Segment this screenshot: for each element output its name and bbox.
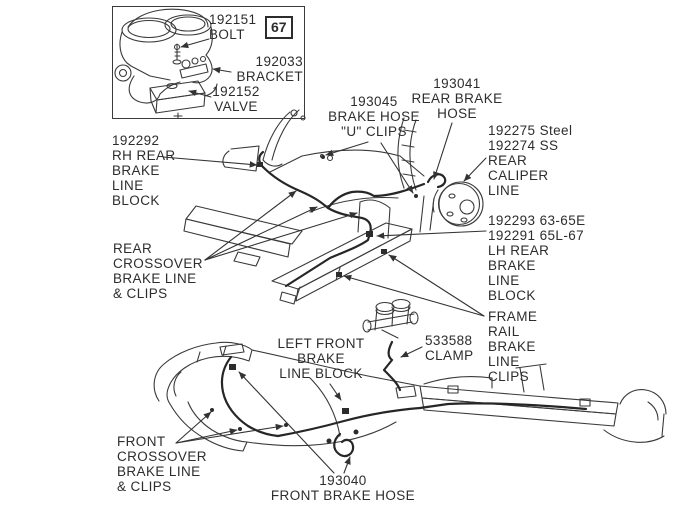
leader-front-crossover-1 [175,411,212,444]
callout-clamp: 533588 CLAMP [425,333,474,363]
leader-bolt [180,38,210,49]
callout-lh-rear-block: 192293 63-65E 192291 65L-67 LH REAR BRAK… [488,213,586,303]
leader-lines [162,38,487,474]
bracket-part [179,63,209,79]
rear-brake-hose-part [426,173,447,189]
inset-frame [112,6,305,119]
rear-crossover-brake-line [261,165,372,288]
leader-valve [188,89,212,98]
leader-u-clip-right [380,142,414,194]
leader-front-crossover-3 [175,423,284,444]
u-clip-part [414,194,418,198]
left-front-block-part [229,364,236,370]
leader-rear-caliper-line [463,157,487,182]
front-brake-lines [220,340,588,458]
callout-rear-crossover: REAR CROSSOVER BRAKE LINE & CLIPS [113,241,203,301]
leader-rear-crossover-3 [204,211,358,261]
front-chassis-art [153,298,667,452]
leader-front-hose-right [343,456,351,474]
leader-rh-rear-block [162,156,258,168]
front-crossover-brake-line [220,355,280,438]
leader-u-clip-left [325,141,369,157]
front-clips-blocks [210,364,359,444]
u-clip-part [321,155,325,159]
callout-rear-brake-hose: 193041 REAR BRAKE HOSE [411,76,503,121]
rear-brake-lines [258,150,447,288]
rh-rear-block-part [257,162,263,167]
leader-rear-brake-hose [433,122,453,180]
leader-frame-rail-clip-2 [343,274,485,317]
leader-rear-crossover-2 [204,206,318,261]
rear-clips-blocks [257,155,418,277]
bolt-part [174,43,181,61]
rear-chassis-art [183,109,484,305]
callout-rear-caliper-line: 192275 Steel 192274 SS REAR CALIPER LINE [488,123,573,198]
leader-bracket [212,66,232,74]
front-brake-hose-part [333,432,355,458]
callout-front-crossover: FRONT CROSSOVER BRAKE LINE & CLIPS [117,434,207,494]
callout-bracket: 192033 BRACKET [236,54,303,84]
callout-front-brake-hose: 193040 FRONT BRAKE HOSE [270,473,416,503]
callout-bolt: 192151 BOLT [209,12,257,42]
leader-left-front-block [329,383,342,401]
lh-rear-block-part [366,231,373,237]
leader-frame-rail-clip-1 [388,254,485,317]
callout-frame-rail-clips: FRAME RAIL BRAKE LINE CLIPS [488,309,538,384]
leader-front-hose-left [238,371,335,474]
figure-number-badge: 67 [265,16,293,39]
inset-master-cylinder-art [114,8,218,119]
callout-u-clips: 193045 BRAKE HOSE "U" CLIPS [328,94,420,139]
leader-rear-crossover-1 [204,190,297,261]
leader-clamp [400,346,423,358]
leader-lh-rear-block [376,230,487,239]
callout-valve: 192152 VALVE [212,84,260,114]
callout-rh-rear-block: 192292 RH REAR BRAKE LINE BLOCK [112,133,176,208]
callout-left-front-block: LEFT FRONT BRAKE LINE BLOCK [277,336,365,381]
clamp-line [382,340,402,392]
